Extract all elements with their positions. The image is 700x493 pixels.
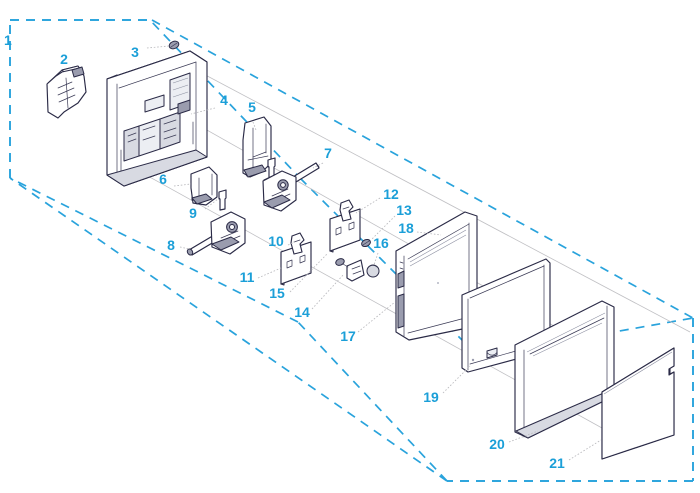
tall-bracket xyxy=(242,116,272,178)
leader-9 xyxy=(204,198,219,210)
leader-3 xyxy=(146,45,170,49)
leader-6 xyxy=(173,183,192,187)
callout-label-16[interactable]: 16 xyxy=(373,235,389,251)
leader-14 xyxy=(311,273,345,310)
leader-16 xyxy=(373,252,379,266)
upper-hinge-body xyxy=(262,170,297,212)
outer-door-frame xyxy=(514,300,615,439)
assembly-boundary-bottom-left-diag xyxy=(9,177,448,482)
callout-label-1[interactable]: 1 xyxy=(4,32,12,48)
mount-plate-upper xyxy=(329,199,361,253)
screw-a xyxy=(218,189,227,211)
callout-label-14[interactable]: 14 xyxy=(294,304,310,320)
callout-label-5[interactable]: 5 xyxy=(248,99,256,115)
leader-10 xyxy=(287,241,296,246)
callout-label-7[interactable]: 7 xyxy=(324,145,332,161)
mount-plate-lower xyxy=(280,232,312,286)
callout-label-19[interactable]: 19 xyxy=(423,389,439,405)
leader-5 xyxy=(252,121,257,131)
callout-label-20[interactable]: 20 xyxy=(489,436,505,452)
callout-label-12[interactable]: 12 xyxy=(383,186,399,202)
callout-label-4[interactable]: 4 xyxy=(220,92,228,108)
assembly-boundary-top-right-diag xyxy=(151,19,694,319)
callout-label-13[interactable]: 13 xyxy=(396,202,412,218)
screw-c xyxy=(267,157,276,179)
leader-4 xyxy=(190,107,216,115)
callout-labels: 1 2 3 4 5 6 7 8 9 10 11 12 13 14 15 16 1… xyxy=(4,32,565,471)
callout-label-11[interactable]: 11 xyxy=(240,269,255,285)
callout-label-17[interactable]: 17 xyxy=(340,328,356,344)
callout-label-2[interactable]: 2 xyxy=(60,51,68,67)
lower-hinge-body xyxy=(210,211,246,255)
callout-label-6[interactable]: 6 xyxy=(159,171,167,187)
upper-pin xyxy=(168,40,180,50)
leader-21 xyxy=(568,439,602,461)
callout-label-9[interactable]: 9 xyxy=(189,205,197,221)
leader-12 xyxy=(355,197,381,214)
catch-body xyxy=(335,258,365,282)
small-bracket xyxy=(190,166,218,206)
callout-label-18[interactable]: 18 xyxy=(398,220,414,236)
rear-housing xyxy=(106,50,208,187)
leader-18 xyxy=(416,231,442,236)
screw-b xyxy=(361,238,371,248)
callout-label-8[interactable]: 8 xyxy=(167,237,175,253)
roller-cap xyxy=(366,264,380,278)
callout-label-21[interactable]: 21 xyxy=(549,455,565,471)
leader-17 xyxy=(357,301,396,333)
callout-label-3[interactable]: 3 xyxy=(131,44,139,60)
leader-11 xyxy=(257,267,282,279)
leader-8 xyxy=(179,246,190,250)
leader-13 xyxy=(370,215,396,241)
front-glass-panel xyxy=(601,347,675,460)
leader-19 xyxy=(442,365,471,394)
handle-bracket xyxy=(46,65,87,119)
callout-label-15[interactable]: 15 xyxy=(269,285,285,301)
callout-label-10[interactable]: 10 xyxy=(268,233,284,249)
